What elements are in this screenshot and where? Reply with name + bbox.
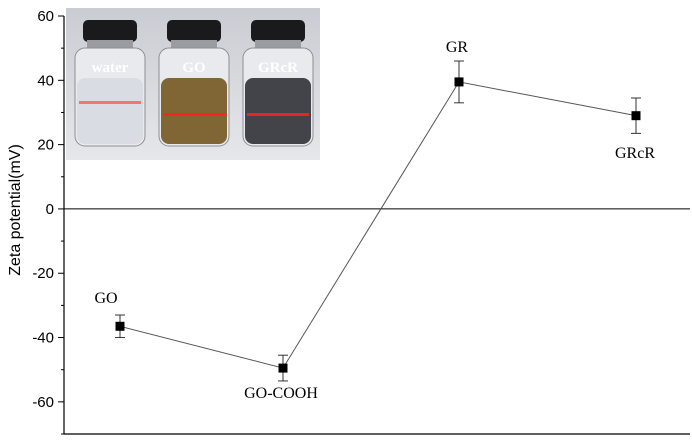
vial-cap (251, 20, 305, 42)
y-tick-label: 20 (37, 137, 54, 154)
point-label: GR (446, 39, 469, 56)
vial-neck (255, 40, 301, 50)
vial-neck (171, 40, 217, 50)
vial-neck (87, 40, 133, 50)
y-tick-label: -40 (32, 330, 54, 347)
point-label: GO (94, 290, 117, 307)
laser-beam (79, 101, 141, 104)
vial-label: water (92, 60, 129, 76)
laser-beam (163, 113, 225, 116)
point-label: GRcR (615, 145, 655, 162)
data-point (454, 77, 464, 87)
y-tick-label: -60 (32, 394, 54, 411)
data-point (115, 321, 125, 331)
vial-label: GRcR (258, 60, 298, 76)
vial-label: GO (182, 60, 205, 76)
y-tick-label: 40 (37, 72, 54, 89)
series-line (119, 81, 637, 369)
y-axis-title: Zeta potential(mV) (7, 144, 24, 276)
point-label: GO-COOH (244, 385, 318, 402)
data-point (278, 363, 288, 373)
data-series: GO GO-COOH GR GRcR (94, 39, 655, 402)
vial-cap (167, 20, 221, 42)
vial-liquid (245, 78, 311, 144)
laser-beam (247, 113, 309, 116)
vials-photo-inset: water GO GRcR (66, 8, 320, 160)
y-tick-label: 0 (46, 201, 54, 218)
y-tick-label: 60 (37, 8, 54, 25)
vial-cap (83, 20, 137, 42)
data-point (631, 111, 641, 121)
vial-liquid (161, 78, 227, 144)
vial-liquid (77, 78, 143, 144)
chart-axes: -60 -40 -20 0 20 40 60 (32, 8, 690, 435)
y-tick-label: -20 (32, 265, 54, 282)
